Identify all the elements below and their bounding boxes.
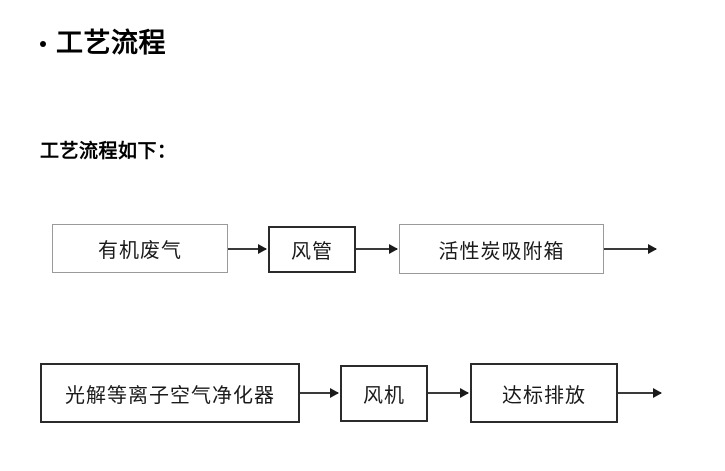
flow-arrow-r2-2: [428, 388, 469, 398]
flow-node-photolysis-plasma-purifier: 光解等离子空气净化器: [40, 363, 300, 423]
bullet-point-icon: [40, 40, 46, 47]
flow-arrow-r2-exit: [618, 388, 662, 398]
flow-node-label: 活性炭吸附箱: [438, 238, 565, 263]
flow-arrow-r1-exit: [604, 244, 657, 254]
flow-node-label: 有机废气: [98, 238, 182, 262]
flow-node-organic-waste-gas: 有机废气: [52, 224, 228, 273]
flow-node-label: 风机: [363, 383, 405, 407]
page-title: 工艺流程: [56, 28, 166, 59]
subtitle-text: 工艺流程如下：: [40, 140, 177, 162]
flow-node-label: 风管: [291, 239, 333, 263]
flow-node-label: 光解等离子空气净化器: [65, 382, 275, 407]
flow-arrow-r1-1: [228, 244, 267, 254]
page-heading: 工艺流程: [40, 30, 166, 57]
flow-node-air-duct: 风管: [268, 226, 356, 273]
flow-node-label: 达标排放: [502, 382, 586, 407]
flow-node-compliant-emission: 达标排放: [470, 363, 618, 423]
flow-node-activated-carbon-box: 活性炭吸附箱: [399, 224, 604, 274]
flow-node-fan: 风机: [340, 365, 428, 422]
flow-arrow-r1-2: [356, 244, 398, 254]
flow-arrow-r2-1: [300, 388, 339, 398]
